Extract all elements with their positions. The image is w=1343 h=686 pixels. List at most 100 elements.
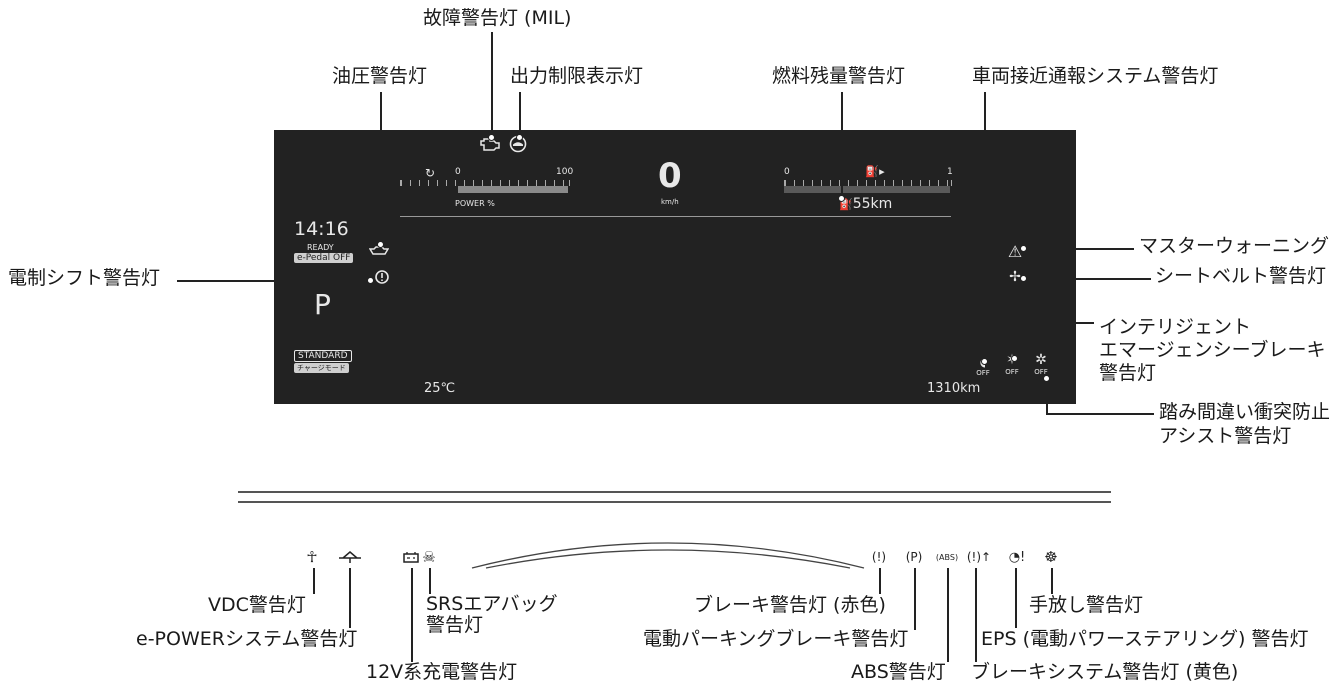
leader-pedal-h <box>1046 413 1154 415</box>
power-min: 0 <box>455 167 461 177</box>
vdc-icon: ☥ <box>306 548 318 566</box>
leader-eps <box>1015 568 1017 628</box>
label-srs-1: SRSエアバッグ <box>426 593 558 615</box>
leader-dot-ieb <box>1011 355 1018 362</box>
leader-handsoff <box>1051 568 1053 594</box>
drive-mode-badge: STANDARD <box>294 350 352 362</box>
speed-value: 0 <box>658 156 682 196</box>
label-brake-sys: ブレーキシステム警告灯 (黄色) <box>971 661 1239 683</box>
range-value: ⛽55km <box>839 196 893 212</box>
emergency-brake-off-icon: ✶OFF <box>1005 352 1019 376</box>
leader-master <box>1024 248 1134 250</box>
leader-seatbelt <box>1024 278 1151 280</box>
leader-vsp <box>984 92 986 362</box>
label-fuel: 燃料残量警告灯 <box>772 65 906 87</box>
label-vsp: 車両接近通報システム警告灯 <box>972 65 1219 87</box>
oil-pressure-icon <box>368 244 390 258</box>
leader-abs <box>947 568 949 662</box>
charge-mode-badge: チャージモード <box>294 363 349 373</box>
label-12v: 12V系充電警告灯 <box>366 661 518 683</box>
power-label: POWER % <box>455 199 495 208</box>
divider-line <box>400 216 951 217</box>
eps-icon: ◔! <box>1008 549 1026 565</box>
master-warning-icon: ⚠ <box>1007 241 1023 261</box>
label-pedal-1: 踏み間違い衝突防止 <box>1159 401 1331 423</box>
label-shift: 電制シフト警告灯 <box>8 267 161 289</box>
leader-shift <box>177 280 370 282</box>
leader-dot-seatbelt <box>1020 275 1027 282</box>
speed-unit: km/h <box>661 198 679 206</box>
vsp-off-icon: ◖OFF <box>976 355 990 377</box>
leader-vdc <box>313 568 315 594</box>
fuel-bar <box>784 186 950 193</box>
leader-pedal-v <box>1046 378 1048 414</box>
leader-dot-shift <box>367 277 374 284</box>
leader-brake-red <box>879 568 881 594</box>
brake-warning-icon: (!) <box>871 550 887 564</box>
label-ieb-2: エマージェンシーブレーキ <box>1099 339 1326 361</box>
fuel-max: 1 <box>947 167 953 177</box>
label-mil: 故障警告灯 (MIL) <box>423 7 572 29</box>
hands-off-icon: ☸ <box>1044 548 1058 566</box>
regen-icon: ↻ <box>424 166 436 180</box>
label-eps: EPS (電動パワーステアリング) 警告灯 <box>981 628 1309 650</box>
leader-dot-oil <box>377 241 384 248</box>
bracket-arc <box>471 542 865 569</box>
leader-12v <box>411 568 413 662</box>
leader-srs <box>429 568 431 594</box>
leader-fuel <box>841 92 843 198</box>
label-vdc: VDC警告灯 <box>208 594 306 616</box>
clock-time: 14:16 <box>294 218 349 240</box>
power-bar <box>458 186 568 193</box>
seatbelt-warning-icon: ✢ <box>1009 269 1021 285</box>
airbag-icon: ☠ <box>422 548 436 566</box>
label-ieb-3: 警告灯 <box>1099 362 1157 384</box>
leader-output <box>519 92 521 137</box>
leader-epkb <box>914 568 916 630</box>
label-master: マスターウォーニング <box>1139 235 1330 257</box>
shift-warning-icon <box>373 268 391 286</box>
fuel-min: 0 <box>784 167 790 177</box>
abs-icon: (ABS) <box>935 552 959 562</box>
gear-indicator: P <box>314 288 331 321</box>
parking-brake-icon: (P) <box>905 550 923 564</box>
leader-dot-mil <box>488 134 495 141</box>
ready-status: READY <box>307 243 334 252</box>
brake-system-icon: (!)↑ <box>966 550 992 564</box>
separator-rule-1 <box>238 491 1111 493</box>
odometer: 1310km <box>927 381 981 396</box>
outside-temp: 25℃ <box>424 381 456 396</box>
label-brake-red: ブレーキ警告灯 (赤色) <box>694 594 886 616</box>
label-epkb: 電動パーキングブレーキ警告灯 <box>643 628 909 650</box>
instrument-cluster-display: ↻ 0 100 POWER % 0 km/h 0 ⛽▸ 1 ⛽55km 14:1… <box>274 130 1076 404</box>
epower-system-icon <box>336 548 364 566</box>
leader-dot-fuel <box>838 195 845 202</box>
power-scale <box>400 180 570 186</box>
leader-dot-master <box>1020 245 1027 252</box>
leader-oil <box>380 92 382 244</box>
leader-dot-vsp <box>981 358 988 365</box>
pedal-misapplication-off-icon: ✲OFF <box>1034 352 1048 376</box>
leader-epower <box>349 568 351 628</box>
leader-dot-output <box>516 134 523 141</box>
engine-warning-icon <box>478 134 502 154</box>
leader-brake-sys <box>975 568 977 662</box>
label-epower: e-POWERシステム警告灯 <box>136 628 358 650</box>
label-handsoff: 手放し警告灯 <box>1029 594 1144 616</box>
label-oil: 油圧警告灯 <box>332 65 428 87</box>
fuel-pump-icon: ⛽▸ <box>865 164 885 178</box>
leader-ieb-v <box>1014 322 1016 358</box>
separator-rule-2 <box>238 501 1111 503</box>
label-srs-2: 警告灯 <box>426 614 484 636</box>
power-max: 100 <box>556 167 574 177</box>
fuel-scale <box>784 180 952 186</box>
leader-mil <box>491 32 493 137</box>
label-abs: ABS警告灯 <box>851 661 946 683</box>
label-seatbelt: シートベルト警告灯 <box>1155 265 1327 287</box>
epedal-badge: e-Pedal OFF <box>294 253 354 263</box>
label-pedal-2: アシスト警告灯 <box>1159 425 1292 447</box>
battery-icon <box>402 550 420 564</box>
label-output: 出力制限表示灯 <box>510 65 644 87</box>
leader-ieb-h <box>1014 322 1094 324</box>
label-ieb-1: インテリジェント <box>1099 316 1252 338</box>
